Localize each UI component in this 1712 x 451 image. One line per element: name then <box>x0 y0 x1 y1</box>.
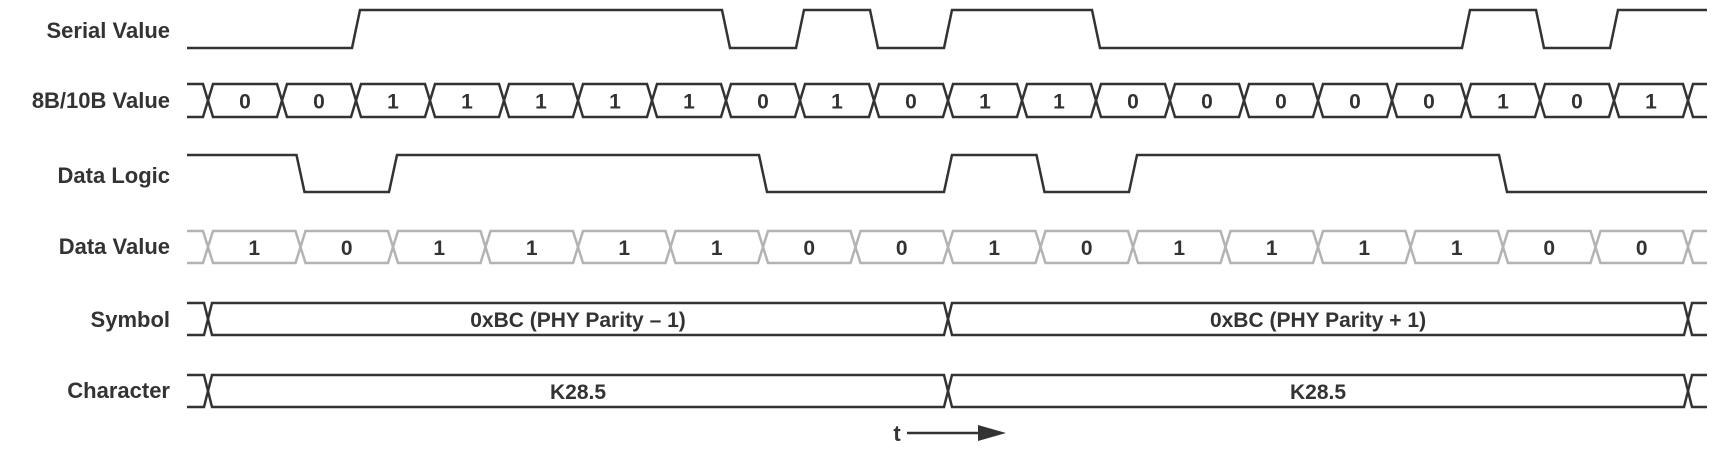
symbol-bus: 0xBC (PHY Parity – 1) 0xBC (PHY Parity + … <box>187 301 1707 337</box>
encoded-value-cell-label: 1 <box>1645 91 1657 114</box>
symbol-lead <box>187 301 210 337</box>
data-value-cell-label: 0 <box>341 237 353 260</box>
encoded-value-cell-label: 1 <box>609 91 621 114</box>
encoded-value-cell-label: 1 <box>979 91 991 114</box>
time-axis-label: t <box>893 421 901 446</box>
symbol-label: Symbol <box>91 307 170 332</box>
data-value-cell-label: 1 <box>433 237 445 260</box>
data-value-cell-label: 0 <box>803 237 815 260</box>
encoded-value-cell-label: 1 <box>831 91 843 114</box>
encoded-value-cell-label: 0 <box>1275 91 1287 114</box>
data-value-cell-label: 1 <box>1173 237 1185 260</box>
encoded-value-cell-label: 1 <box>683 91 695 114</box>
symbol-trail <box>1686 301 1707 337</box>
encoded-value-cell-label: 0 <box>905 91 917 114</box>
character-lead <box>187 373 210 409</box>
data-value-cell-label: 1 <box>1266 237 1278 260</box>
data-value-label: Data Value <box>59 234 170 259</box>
serial-value-waveform <box>187 8 1707 50</box>
encoded-value-cell <box>1612 82 1690 119</box>
data-value-cell-label: 0 <box>1543 237 1555 260</box>
symbol-cell <box>946 301 1690 337</box>
encoded-value-trail <box>1686 82 1707 119</box>
encoded-value-cell-label: 0 <box>1349 91 1361 114</box>
data-value-lead <box>187 229 210 265</box>
character-label: Character <box>67 378 170 403</box>
data-value-cell-label: 0 <box>896 237 908 260</box>
encoded-value-cell-label: 0 <box>239 91 251 114</box>
encoded-value-cell-label: 0 <box>1201 91 1213 114</box>
encoded-value-cell-label: 0 <box>313 91 325 114</box>
encoded-value-cell-label: 0 <box>757 91 769 114</box>
encoded-value-bus: 0 0 1 1 1 1 1 0 1 0 1 1 0 0 0 0 0 1 0 1 <box>187 82 1707 119</box>
character-bus: K28.5 K28.5 <box>187 373 1707 409</box>
data-value-cell-label: 1 <box>248 237 260 260</box>
encoded-value-lead <box>187 82 210 119</box>
encoded-value-cell-label: 0 <box>1571 91 1583 114</box>
serial-value-label: Serial Value <box>46 18 170 43</box>
data-value-cell <box>1594 229 1690 265</box>
data-value-trail <box>1686 229 1707 265</box>
data-value-cell-label: 1 <box>1358 237 1370 260</box>
data-value-cell-label: 1 <box>618 237 630 260</box>
encoded-value-cell-label: 1 <box>535 91 547 114</box>
data-value-cell-label: 1 <box>1451 237 1463 260</box>
encoded-value-cell-label: 1 <box>461 91 473 114</box>
character-cell-label: K28.5 <box>550 381 606 404</box>
data-value-cell-label: 1 <box>526 237 538 260</box>
encoded-value-cell-label: 0 <box>1127 91 1139 114</box>
data-logic-trace <box>187 153 1707 194</box>
serial-value-trace <box>187 8 1707 50</box>
data-value-cell-label: 0 <box>1081 237 1093 260</box>
encoded-value-cell-label: 0 <box>1423 91 1435 114</box>
data-value-cell-label: 0 <box>1636 237 1648 260</box>
time-axis-arrow-head <box>978 425 1006 441</box>
data-value-cell-label: 1 <box>711 237 723 260</box>
data-logic-label: Data Logic <box>58 163 170 188</box>
data-value-bus: 1 0 1 1 1 1 0 0 1 0 1 1 1 1 0 0 <box>187 229 1707 265</box>
character-trail <box>1686 373 1707 409</box>
character-cell-label: K28.5 <box>1290 381 1346 404</box>
encoded-value-cell-label: 1 <box>387 91 399 114</box>
encoded-value-cell-label: 1 <box>1497 91 1509 114</box>
symbol-cell-label: 0xBC (PHY Parity – 1) <box>470 309 686 332</box>
data-logic-waveform <box>187 153 1707 194</box>
character-cell <box>946 373 1690 409</box>
symbol-cell-label: 0xBC (PHY Parity + 1) <box>1210 309 1426 332</box>
data-value-cell-label: 1 <box>988 237 1000 260</box>
encoded-value-cell-label: 1 <box>1053 91 1065 114</box>
encoded-value-label: 8B/10B Value <box>32 88 170 113</box>
